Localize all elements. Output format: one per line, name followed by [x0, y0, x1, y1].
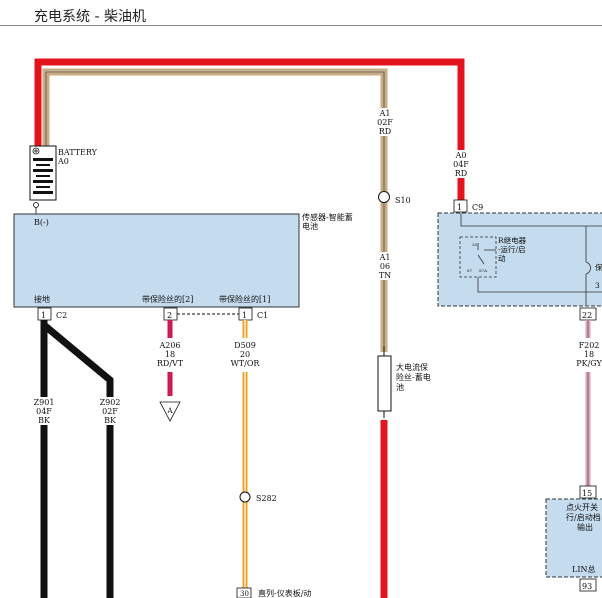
- ignition-label-line2: 行/启动档: [566, 512, 601, 522]
- wire-a1-tan: [42, 68, 388, 352]
- offpage-connector-a: [159, 401, 181, 422]
- battery-code: A0: [57, 157, 69, 166]
- battery-neg-terminal: B(-): [34, 218, 49, 227]
- relay-label-line1: R继电器: [498, 235, 527, 245]
- battery-name: BATTERY: [58, 148, 98, 157]
- svg-text:1: 1: [242, 311, 247, 320]
- relay-pin-30: 30: [472, 242, 478, 247]
- wire-a1-mid-circuit: A1: [379, 253, 391, 262]
- right-module-fragment2: 3: [595, 281, 600, 290]
- wire-f202-gauge: 18: [584, 350, 594, 359]
- svg-text:1: 1: [41, 311, 46, 320]
- module-fuse-relay-box: [437, 212, 602, 307]
- right-module-fragment1: 保: [595, 263, 602, 272]
- connector-93-pin: 93: [582, 582, 592, 591]
- fuse-element-symbol: [585, 261, 591, 275]
- pin-label-fused2: 带保险丝的[2]: [142, 294, 193, 304]
- svg-text:C9: C9: [472, 203, 483, 212]
- bottom-note: 直列-仪表板/动: [258, 588, 311, 598]
- svg-text:C1: C1: [257, 311, 268, 320]
- fuse-label-line1: 大电流保: [396, 362, 428, 372]
- wire-z902-gauge: 02F: [102, 407, 118, 416]
- wire-a0-circuit: A0: [455, 151, 467, 160]
- wire-z901-gauge: 04F: [36, 407, 52, 416]
- offpage-label-a: A: [166, 407, 173, 415]
- relay-pin-87a: 87A: [479, 268, 487, 273]
- wire-f202-color: PK/GY: [576, 359, 602, 368]
- wire-a0-gauge: 04F: [453, 160, 469, 169]
- svg-text:2: 2: [167, 311, 172, 320]
- wire-a206-circuit: A206: [158, 341, 180, 350]
- wire-d509-circuit: D509: [234, 341, 256, 350]
- pin-label-fused1: 带保险丝的[1]: [219, 294, 270, 304]
- connector-22-pin: 22: [582, 311, 592, 320]
- wire-z902-circuit: Z902: [100, 398, 121, 407]
- relay-pin-87: 87: [467, 268, 473, 273]
- battery-symbol: [29, 145, 57, 214]
- page-title: 充电系统 - 柴油机: [34, 9, 146, 25]
- splice-s282: [239, 491, 251, 503]
- wire-a1-top-gauge: 02F: [377, 118, 393, 127]
- splice-s10-label: S10: [395, 196, 411, 205]
- fuse-label-line2: 险丝-蓄电: [396, 372, 431, 382]
- wire-a0-color: RD: [455, 169, 467, 178]
- svg-text:1: 1: [457, 203, 462, 212]
- ignition-label-line3: 输出: [577, 522, 593, 532]
- wire-a1-top-color: RD: [379, 127, 391, 136]
- wire-d509-gauge: 20: [240, 350, 250, 359]
- svg-text:C2: C2: [56, 311, 67, 320]
- wire-a1-top-circuit: A1: [379, 109, 391, 118]
- module-battery-sensor: [13, 213, 300, 308]
- wire-a206-gauge: 18: [165, 350, 175, 359]
- wire-z901-circuit: Z901: [34, 398, 55, 407]
- ignition-label-line1: 点火开关: [566, 502, 598, 512]
- wire-z902-black: [41, 322, 114, 598]
- wire-a1-mid-color: TN: [379, 271, 391, 280]
- splice-s282-label: S282: [256, 494, 277, 503]
- connector-c2: 1 C2: [37, 307, 67, 321]
- title-divider: [0, 25, 602, 26]
- module-title-line1: 传感器-智能蓄: [302, 212, 353, 222]
- connector-c1: 2 1 C1: [163, 307, 268, 321]
- module-title-line2: 电池: [302, 221, 318, 231]
- relay-label-line3: 动: [498, 253, 506, 263]
- relay-label-line2: -运行/启: [498, 244, 526, 254]
- connector-15: [579, 485, 597, 499]
- wire-z902-color: BK: [104, 416, 117, 425]
- module-ignition: [545, 498, 602, 578]
- mega-fuse: [377, 346, 392, 418]
- connector-30-pin: 30: [240, 590, 249, 598]
- wire-z901-color: BK: [38, 416, 51, 425]
- connector-30: [236, 587, 252, 598]
- wire-a0-red: [34, 58, 465, 200]
- connector-15-pin: 15: [582, 489, 592, 498]
- connector-c9: 1 C9: [453, 199, 483, 213]
- wire-a1-mid-gauge: 06: [380, 262, 390, 271]
- fuse-label-line3: 池: [396, 382, 404, 392]
- ignition-lin-label: LIN总: [572, 564, 595, 574]
- wire-a206-color: RD/VT: [157, 359, 184, 368]
- relay-run-crank: [459, 236, 497, 278]
- wire-f202-circuit: F202: [579, 341, 600, 350]
- connector-93: [579, 578, 597, 592]
- splice-s10: [378, 191, 390, 203]
- pin-label-ground: 接地: [34, 294, 50, 304]
- wire-d509-color: WT/OR: [231, 359, 261, 368]
